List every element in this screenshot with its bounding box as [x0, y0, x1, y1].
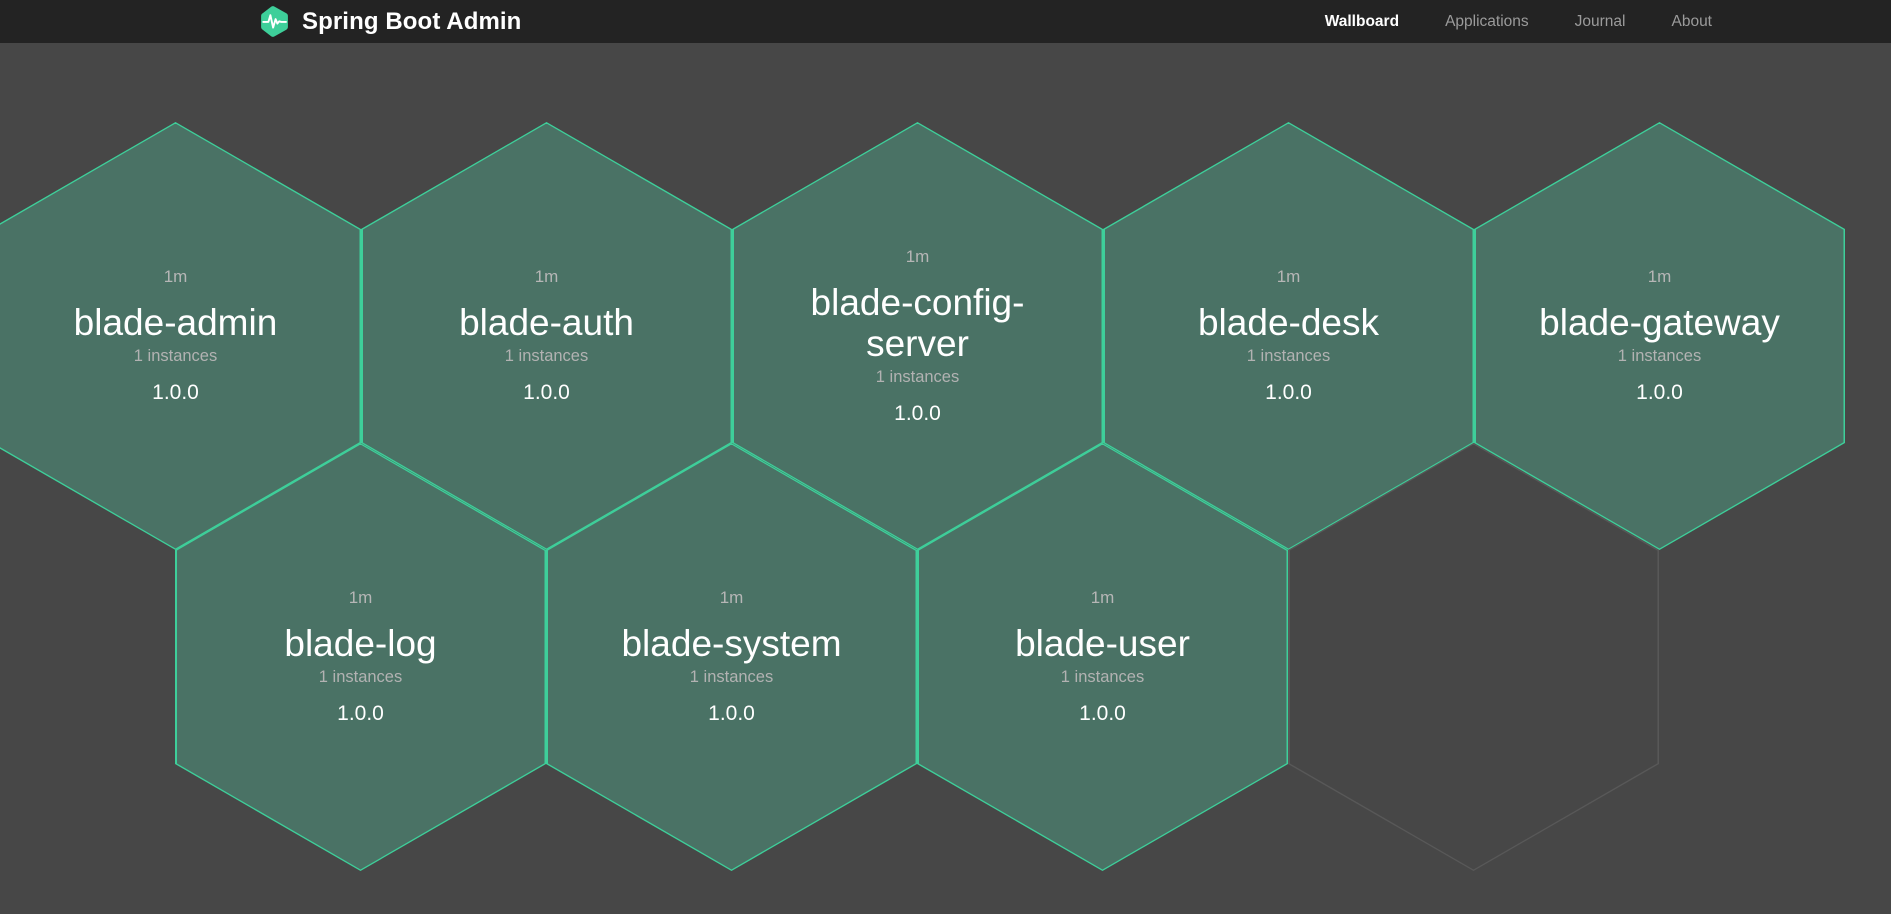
application-hexagon-blade-user[interactable]: 1m blade-user 1 instances 1.0.0 — [917, 443, 1288, 871]
status-age: 1m — [1647, 267, 1672, 286]
top-navbar: Spring Boot Admin Wallboard Applications… — [0, 0, 1891, 43]
application-name: blade-desk — [1197, 302, 1379, 343]
main-nav: Wallboard Applications Journal About — [1302, 0, 1712, 43]
hexagon-content: 1m blade-gateway 1 instances 1.0.0 — [1475, 123, 1844, 549]
application-version: 1.0.0 — [1079, 702, 1126, 725]
application-name: blade-admin — [73, 302, 278, 343]
application-version: 1.0.0 — [894, 401, 941, 425]
application-name: blade-log — [284, 623, 437, 664]
application-version: 1.0.0 — [708, 702, 755, 725]
empty-hexagon-placeholder — [1288, 443, 1659, 871]
status-age: 1m — [534, 267, 559, 286]
brand[interactable]: Spring Boot Admin — [258, 5, 521, 38]
instance-count: 1 instances — [1617, 347, 1702, 365]
hexagon-content: 1m blade-desk 1 instances 1.0.0 — [1104, 123, 1473, 549]
instance-count: 1 instances — [504, 347, 589, 365]
instance-count: 1 instances — [689, 668, 774, 686]
application-name: blade-auth — [459, 302, 634, 343]
status-age: 1m — [905, 246, 930, 266]
status-age: 1m — [1090, 588, 1115, 607]
status-age: 1m — [163, 267, 188, 286]
application-version: 1.0.0 — [523, 381, 570, 404]
wallboard-grid: 1m blade-admin 1 instances 1.0.0 1m blad… — [0, 43, 1891, 914]
application-version: 1.0.0 — [1636, 381, 1683, 404]
application-version: 1.0.0 — [337, 702, 384, 725]
brand-title: Spring Boot Admin — [302, 7, 522, 35]
nav-link-applications[interactable]: Applications — [1445, 13, 1529, 30]
application-name: blade-user — [1015, 623, 1190, 664]
spring-boot-admin-logo-icon — [258, 5, 291, 38]
application-name: blade-gateway — [1539, 302, 1780, 343]
status-age: 1m — [719, 588, 744, 607]
instance-count: 1 instances — [133, 347, 218, 365]
application-version: 1.0.0 — [1265, 381, 1312, 404]
instance-count: 1 instances — [318, 668, 403, 686]
instance-count: 1 instances — [875, 367, 960, 386]
application-name: blade-config-server — [810, 281, 1025, 364]
application-version: 1.0.0 — [152, 381, 199, 404]
status-age: 1m — [348, 588, 373, 607]
hexagon-content-empty — [1289, 444, 1658, 870]
nav-link-journal[interactable]: Journal — [1574, 13, 1626, 30]
instance-count: 1 instances — [1246, 347, 1331, 365]
status-age: 1m — [1276, 267, 1301, 286]
instance-count: 1 instances — [1060, 668, 1145, 686]
nav-link-wallboard[interactable]: Wallboard — [1324, 13, 1400, 30]
application-hexagon-blade-gateway[interactable]: 1m blade-gateway 1 instances 1.0.0 — [1474, 122, 1845, 550]
application-name: blade-system — [621, 623, 842, 664]
nav-link-about[interactable]: About — [1671, 13, 1712, 30]
